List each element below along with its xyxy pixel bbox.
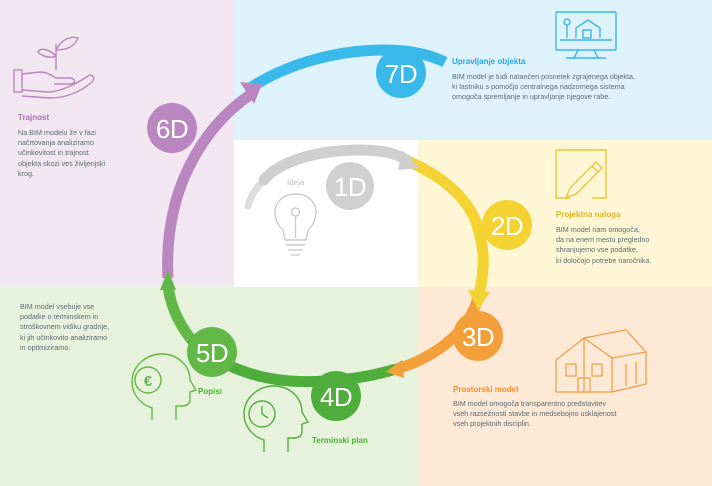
panel-6d (0, 0, 234, 285)
panel-1d (234, 140, 418, 287)
arrow-1d-2d (398, 150, 420, 170)
circle-4d (311, 371, 361, 421)
arrow-2d-3d (468, 290, 490, 310)
desc-7d: BIM model je tudi natančen posnetek zgra… (452, 72, 635, 103)
pencil-paper-icon (555, 149, 607, 200)
label-7d: 7D (385, 59, 417, 89)
desc-line: vseh razsežnosti stavbe in medsebojno us… (453, 409, 617, 419)
desc-line: ki jih učinkovito analiziramo (20, 332, 108, 342)
desc-6d: Na BIM modelu že v fazi načrtovanja anal… (18, 128, 105, 179)
desc-line: Na BIM modelu že v fazi (18, 128, 96, 137)
title-6d: Trajnost (18, 113, 50, 122)
label-2d: 2D (491, 211, 523, 241)
desc-3d: BIM model omogoča transparentno predstav… (453, 399, 616, 430)
desc-line: vseh projektnih disciplin. (453, 419, 531, 429)
arrow-5d-6d (160, 270, 176, 290)
desc-line: stroškovnem vidiku gradnje, (20, 322, 110, 332)
circle-5d (187, 327, 237, 377)
desc-line: BIM model omogoča transparentno predstav… (453, 399, 607, 408)
circle-1d (326, 162, 374, 210)
title-3d: Prostorski model (453, 385, 519, 394)
desc-line: da na enem mestu pregledno (556, 235, 650, 245)
desc-line: omogoča spremljanje in upravljanje njego… (452, 92, 611, 102)
head-clock-icon (243, 385, 310, 452)
label-3d: 3D (462, 322, 494, 352)
label-4d: 4D (320, 382, 352, 412)
desc-line: in optimiziramo. (20, 342, 71, 352)
desc-line: shranjujemo vse podatke, (556, 245, 638, 255)
desc-line: podatke o terminskem in (20, 312, 99, 322)
circle-6d (147, 103, 197, 153)
label-6d: 6D (156, 114, 188, 144)
arc-7d (247, 44, 448, 93)
arrow-6d-7d (240, 82, 262, 104)
circle-2d (482, 200, 532, 250)
house-wireframe-icon (555, 329, 647, 393)
desc-5d: BIM model vsebuje vse podatke o terminsk… (20, 302, 109, 353)
desc-2d: BIM model nam omogoča, da na enem mestu … (556, 225, 652, 266)
arc-1d-tail (244, 176, 268, 210)
hand-plant-icon (13, 36, 95, 99)
circle-7d (376, 48, 426, 98)
title-2d: Projektna naloga (556, 210, 621, 219)
arc-2d (407, 156, 489, 300)
lightbulb-icon (274, 193, 317, 256)
title-7d: Upravljanje objekta (452, 57, 526, 66)
arc-1d (258, 144, 416, 186)
svg-text:€: € (144, 373, 153, 390)
title-4d: Terminski plan (312, 436, 368, 445)
desc-line: BIM model nam omogoča, (556, 225, 640, 234)
desc-line: ki določajo potrebe naročnika. (556, 255, 652, 265)
arrow-3d-4d (386, 360, 404, 378)
desc-line: učinkovitost in trajnost (18, 148, 89, 158)
desc-line: ki lastniku s pomočjo centralnega nadzor… (452, 82, 625, 92)
head-euro-icon: € (131, 353, 198, 420)
monitor-house-icon (555, 11, 617, 59)
title-5d: Popisi (198, 387, 223, 396)
desc-line: načrtovanja analiziramo (18, 138, 94, 148)
arc-6d (162, 90, 254, 279)
arc-5d (162, 284, 195, 342)
desc-line: BIM model vsebuje vse (20, 302, 95, 311)
circle-3d (453, 311, 503, 361)
desc-line: BIM model je tudi natančen posnetek zgra… (452, 72, 636, 81)
label-1d: 1D (334, 172, 366, 202)
desc-line: objekta skozi ves življenjski (18, 158, 106, 168)
panel-7d (234, 0, 712, 140)
label-5d: 5D (196, 338, 228, 368)
desc-line: krog. (18, 168, 34, 178)
title-1d: Ideja (287, 178, 305, 187)
